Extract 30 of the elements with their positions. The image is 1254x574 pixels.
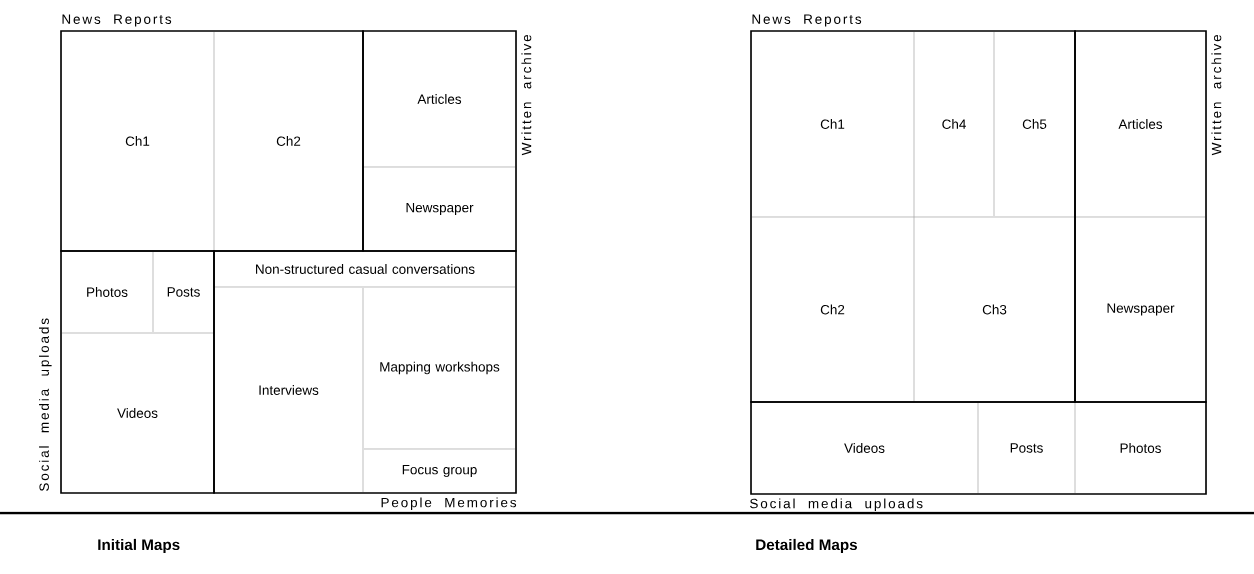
- cell-label: Focus group: [402, 465, 477, 478]
- cell-label: Ch2: [820, 304, 845, 315]
- cell-label: Ch5: [1022, 119, 1047, 129]
- group-heading: Written archive: [1211, 35, 1222, 156]
- group-heading: News Reports: [752, 14, 862, 27]
- cell-label: Mapping workshops: [380, 361, 500, 375]
- cell-label: Photos: [87, 287, 128, 297]
- cell-label: Posts: [1010, 443, 1043, 453]
- group-heading: Social media uploads: [750, 498, 923, 511]
- cell-label: Articles: [417, 94, 462, 104]
- cell-label: Ch3: [982, 304, 1007, 315]
- cell-label: Articles: [1118, 119, 1163, 129]
- cell-label: Ch1: [125, 136, 150, 146]
- group-heading: People Memories: [381, 497, 517, 510]
- cell-label: Posts: [167, 287, 200, 297]
- cell-label: Newspaper: [406, 202, 474, 216]
- cell-label: Ch4: [942, 119, 966, 129]
- cell-label: Photos: [1120, 443, 1161, 453]
- cell-label: Non-structured casual conversations: [256, 264, 475, 274]
- group-heading: Social media uploads: [39, 318, 52, 491]
- group-heading: News Reports: [62, 14, 172, 27]
- cell-label: Ch2: [276, 136, 301, 146]
- cell-label: Interviews: [259, 385, 319, 395]
- group-heading: Written archive: [521, 35, 532, 156]
- cell-label: Newspaper: [1107, 303, 1175, 316]
- cell-label: Videos: [844, 443, 885, 453]
- map-title: Detailed Maps: [756, 538, 857, 554]
- cell-label: Videos: [117, 408, 158, 418]
- map-title: Initial Maps: [98, 538, 180, 554]
- cell-label: Ch1: [820, 119, 845, 129]
